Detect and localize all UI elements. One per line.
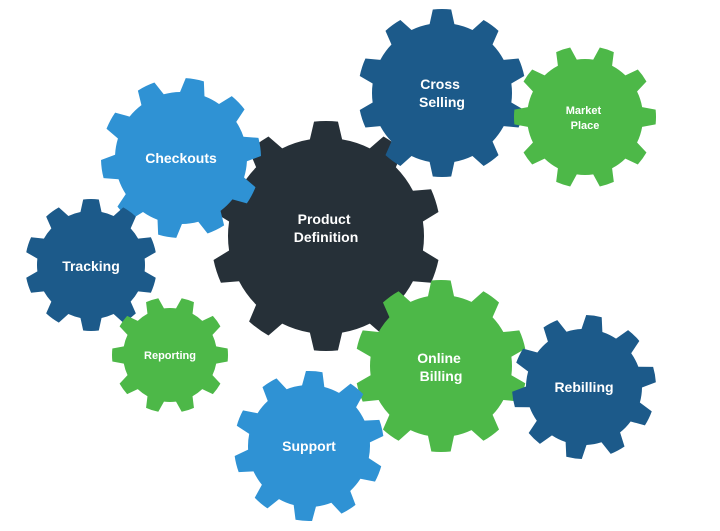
gear-reporting-shape <box>112 298 228 412</box>
gear-online-billing-shape <box>356 279 526 453</box>
gear-checkouts: Checkouts <box>101 78 261 238</box>
gear-tracking: Tracking <box>26 198 156 332</box>
gear-product-definition-shape <box>213 120 439 352</box>
gear-support: Support <box>234 370 384 522</box>
gear-support-line-1: Support <box>282 438 336 454</box>
gear-online-billing-line-1: Online <box>417 350 461 366</box>
gear-market-place-label: Market Place <box>566 105 605 132</box>
gear-tracking-shape <box>26 198 156 332</box>
gear-online-billing-label: Online Billing <box>417 350 464 384</box>
gear-rebilling: Rebilling <box>512 315 656 459</box>
gear-market-place-line-1: Market <box>566 105 602 117</box>
gear-tracking-label: Tracking <box>62 258 120 274</box>
gear-product-definition-line-2: Definition <box>294 229 359 245</box>
gear-product-definition-label: Product Definition <box>294 211 359 245</box>
gear-rebilling-line-1: Rebilling <box>554 379 613 395</box>
gear-checkouts-shape <box>101 78 261 238</box>
gear-rebilling-shape <box>512 315 656 459</box>
gear-online-billing: Online Billing <box>356 279 526 453</box>
gear-market-place: Market Place <box>513 47 657 187</box>
gear-reporting: Reporting <box>112 298 228 412</box>
gear-tracking-line-1: Tracking <box>62 258 120 274</box>
gear-cross-selling-shape <box>359 9 525 177</box>
gear-online-billing-line-2: Billing <box>420 368 463 384</box>
gear-rebilling-label: Rebilling <box>554 379 613 395</box>
gear-support-label: Support <box>282 438 336 454</box>
gear-cross-selling-line-2: Selling <box>419 94 465 110</box>
gear-product-definition: Product Definition <box>213 120 439 352</box>
gear-checkouts-line-1: Checkouts <box>145 150 217 166</box>
gear-reporting-label: Reporting <box>144 350 196 362</box>
gear-cross-selling-label: Cross Selling <box>419 76 465 110</box>
gear-support-shape <box>234 370 384 522</box>
gear-market-place-line-2: Place <box>571 120 600 132</box>
gear-reporting-line-1: Reporting <box>144 350 196 362</box>
gear-cross-selling-line-1: Cross <box>420 76 460 92</box>
gear-checkouts-label: Checkouts <box>145 150 217 166</box>
gear-cross-selling: Cross Selling <box>359 9 525 177</box>
gear-product-definition-line-1: Product <box>298 211 351 227</box>
gear-market-place-shape <box>513 47 657 187</box>
